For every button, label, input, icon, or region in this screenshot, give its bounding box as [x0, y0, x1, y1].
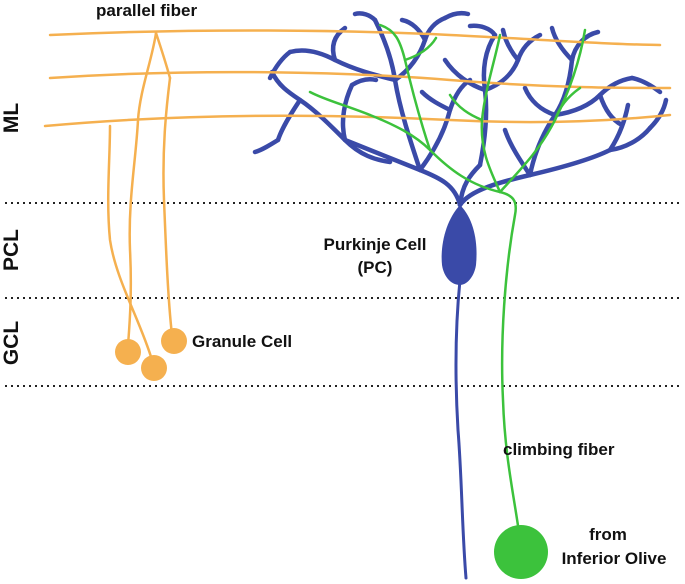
- parallel-fiber-2: [48, 70, 672, 90]
- granule-cell-body-1: [115, 339, 141, 365]
- layer-dividers: [5, 202, 682, 387]
- layer-label-ml: ML: [0, 103, 23, 133]
- label-parallel-fiber: parallel fiber: [96, 1, 197, 20]
- purkinje-axon: [454, 278, 468, 580]
- layer-label-gcl: GCL: [0, 321, 23, 366]
- inferior-olive-cell-body: [494, 525, 548, 579]
- granule-cells: [115, 328, 187, 381]
- granule-axons: [106, 31, 174, 362]
- climbing-fiber: [308, 23, 587, 542]
- purkinje-soma: [441, 205, 477, 285]
- parallel-fiber-1: [48, 29, 662, 47]
- label-climbing-fiber: climbing fiber: [503, 440, 615, 459]
- label-from: from: [589, 525, 627, 544]
- label-granule-cell: Granule Cell: [192, 332, 292, 351]
- label-inferior-olive: Inferior Olive: [562, 549, 667, 568]
- label-purkinje-abbrev: (PC): [358, 258, 393, 277]
- granule-cell-body-3: [161, 328, 187, 354]
- granule-cell-body-2: [141, 355, 167, 381]
- layer-label-pcl: PCL: [0, 229, 23, 271]
- label-purkinje-cell: Purkinje Cell: [324, 235, 427, 254]
